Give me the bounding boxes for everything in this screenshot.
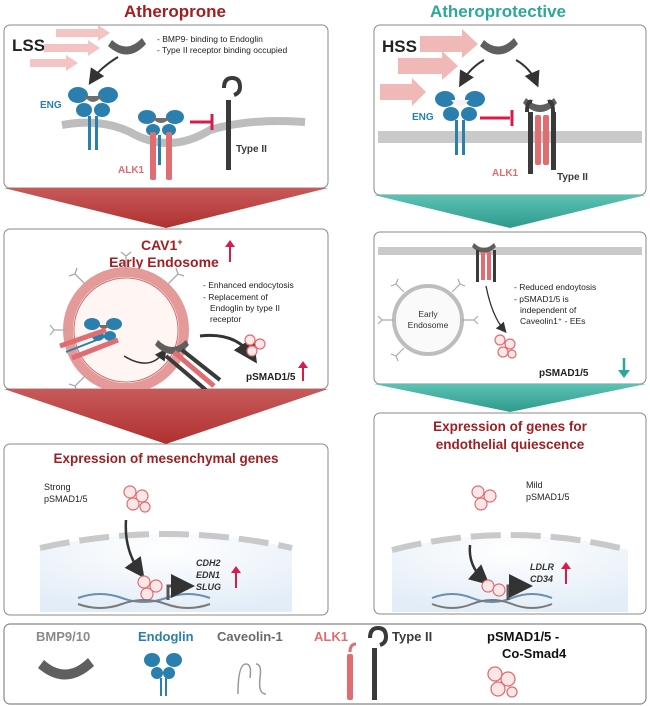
up-arrow-genes-right — [561, 562, 571, 584]
legend-type-ii-label: Type II — [392, 629, 432, 644]
cell-membrane-2-right — [378, 247, 642, 255]
reduced-bullet-1: - Reduced endoytosis — [514, 282, 596, 292]
atheroprotective-title: Atheroprotective — [430, 2, 566, 21]
up-arrow-genes-left — [231, 566, 241, 588]
psmad-nuclear-entry-left — [123, 485, 151, 513]
legend-smad-icon — [487, 666, 518, 698]
lss-note-1: - BMP9- binding to Endoglin — [157, 34, 263, 44]
psmad-label-left: pSMAD1/5 — [246, 372, 296, 383]
hss-label: HSS — [382, 37, 417, 56]
cell-membrane-right — [378, 131, 642, 143]
mild-label-1: Mild — [526, 480, 543, 490]
psmad-on-dna-right — [481, 579, 506, 597]
endoglin-icon — [68, 87, 118, 150]
cell-membrane — [61, 117, 306, 147]
legend-smad-label-2: Co-Smad4 — [502, 646, 567, 661]
gene-cd34: CD34 — [530, 574, 553, 584]
cav1-bullet-4: receptor — [210, 314, 241, 324]
legend-bmp-label: BMP9/10 — [36, 629, 90, 644]
strong-label-1: Strong — [44, 482, 71, 492]
cav1-bullet-3: Endoglin by type II — [210, 303, 280, 313]
legend-alk1-icon — [347, 642, 357, 700]
legend-alk1-label: ALK1 — [314, 629, 348, 644]
gene-edn1: EDN1 — [196, 570, 220, 580]
nucleus-left — [40, 534, 292, 612]
psmad-nuclear-entry-right — [471, 485, 497, 511]
transcription-arrow-right — [506, 574, 533, 600]
legend-endoglin-icon — [144, 653, 182, 696]
legend-bmp-icon — [38, 658, 94, 680]
alk1-label-right: ALK1 — [492, 168, 519, 179]
type-ii-label-right: Type II — [557, 172, 588, 183]
bmp9-icon — [108, 38, 146, 55]
reduced-bullet-2: - pSMAD1/5 is — [514, 294, 569, 304]
right-funnel-1 — [374, 195, 646, 228]
cav1-bullet-1: - Enhanced endocytosis — [203, 280, 294, 290]
mild-label-2: pSMAD1/5 — [526, 492, 570, 502]
early-endosome-label-2: Endosome — [408, 320, 449, 330]
high-shear-arrows — [380, 29, 478, 106]
legend-endoglin-label: Endoglin — [138, 629, 194, 644]
early-endosome-label-1: Early — [418, 309, 438, 319]
legend-caveolin-label: Caveolin-1 — [217, 629, 283, 644]
type-ii-label-left: Type II — [236, 144, 267, 155]
gene-ldlr: LDLR — [530, 562, 554, 572]
nucleus-right — [392, 535, 628, 612]
bmp9-icon-right — [480, 38, 518, 55]
legend-type-ii-icon — [368, 625, 389, 700]
right-funnel-2 — [374, 384, 646, 412]
legend-panel — [3, 623, 647, 705]
quiescence-title-1: Expression of genes for — [433, 419, 588, 434]
lss-note-2: - Type II receptor binding occupied — [157, 45, 288, 55]
alk1-in-endosome — [59, 327, 119, 361]
up-arrow-cav1 — [225, 240, 235, 262]
transcription-arrow-left — [166, 574, 195, 600]
up-arrow-psmad-left — [298, 361, 308, 381]
strong-label-2: pSMAD1/5 — [44, 494, 88, 504]
caveolin-spikes-right — [377, 278, 479, 362]
psmad-label-right: pSMAD1/5 — [539, 368, 589, 379]
psmad-on-dna-left — [137, 575, 163, 601]
down-arrow-psmad-right — [618, 358, 630, 378]
eng-label-right: ENG — [412, 112, 434, 123]
receptor-complex-small — [472, 243, 496, 282]
low-shear-arrows — [30, 25, 110, 71]
lss-label: LSS — [12, 36, 45, 55]
endoglin-alk1-complex — [138, 110, 184, 180]
left-funnel-2 — [4, 389, 328, 444]
quiescence-title-2: endothelial quiescence — [436, 437, 585, 452]
alk1-label-left: ALK1 — [118, 165, 145, 176]
atheroprone-title: Atheroprone — [124, 2, 226, 21]
type-ii-receptor-left — [222, 75, 243, 170]
legend-smad-label-1: pSMAD1/5 - — [487, 629, 559, 644]
endoglin-icon-right — [435, 91, 485, 155]
psmad-complex-left — [244, 334, 266, 357]
reduced-bullet-4: Caveolin1⁺ - EEs — [520, 316, 585, 326]
reduced-bullet-3: independent of — [520, 305, 577, 315]
cav1-bullet-2: - Replacement of — [203, 292, 268, 302]
binding-arrow — [88, 56, 119, 85]
cav1-title: CAV1+ — [141, 237, 183, 253]
psmad-complex-right — [494, 334, 517, 359]
legend-caveolin-icon — [237, 663, 267, 695]
left-funnel-1 — [4, 188, 328, 228]
alk1-type-ii-complex — [523, 98, 557, 174]
mesenchymal-title: Expression of mesenchymal genes — [53, 451, 278, 466]
gene-cdh2: CDH2 — [196, 558, 221, 568]
gene-slug: SLUG — [196, 582, 221, 592]
type-ii-in-endosome — [155, 340, 222, 392]
early-endosome-title: Early Endosome — [109, 254, 219, 270]
eng-label-left: ENG — [40, 100, 62, 111]
